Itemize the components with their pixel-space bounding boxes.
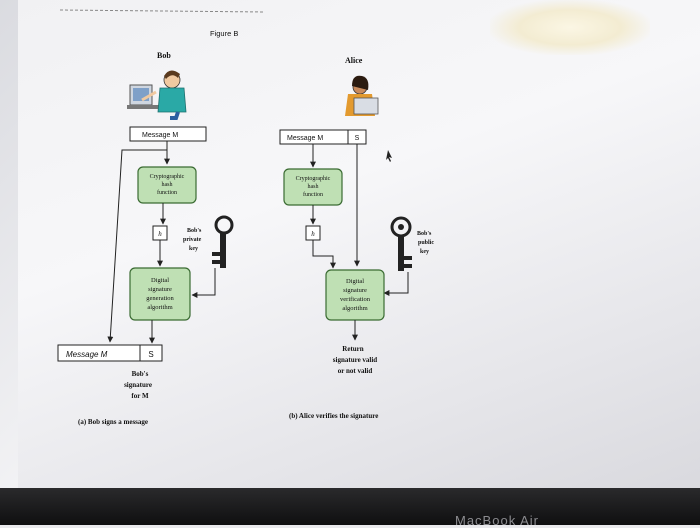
- bob-message-label: Message M: [142, 132, 178, 139]
- right-caption: (b) Alice verifies the signature: [289, 412, 378, 420]
- bob-hash-line1: Cryptographic: [150, 174, 185, 180]
- bob-algo-line3: generation: [146, 295, 174, 302]
- alice-public-key-line2: public: [418, 240, 434, 246]
- bob-private-key-line3: key: [189, 246, 198, 252]
- bob-hash-box: [137, 166, 197, 204]
- bob-signature-caption-line1: Bob's: [132, 370, 149, 378]
- arrow-key-to-algo: [191, 268, 216, 298]
- alice-public-key-line3: key: [420, 249, 429, 255]
- bob-message-box: [129, 126, 207, 142]
- bob-h-label: h: [158, 230, 162, 238]
- bob-private-key-icon: [212, 215, 234, 268]
- alice-public-key-line1: Bob's: [417, 231, 432, 237]
- bob-output-signature-label: S: [148, 350, 153, 359]
- bob-output-message-label: Message M: [66, 350, 108, 359]
- alice-verify-line3: verification: [340, 296, 371, 303]
- arrow-message-bypass: [107, 149, 167, 343]
- alice-hash-line3: function: [303, 191, 323, 198]
- bob-algo-line1: Digital: [151, 277, 169, 284]
- alice-hash-line1: Cryptographic: [296, 176, 331, 182]
- bob-algo-line4: algorithm: [147, 304, 172, 311]
- bob-hash-line3: function: [157, 189, 177, 196]
- bob-algo-line2: signature: [148, 286, 172, 293]
- left-caption: (a) Bob signs a message: [78, 418, 148, 426]
- mouse-cursor-icon: [386, 150, 392, 162]
- figure-title: Figure B: [210, 29, 238, 38]
- alice-name: Alice: [345, 56, 363, 65]
- laptop-brand: MacBook Air: [455, 513, 539, 528]
- bob-name: Bob: [157, 51, 171, 60]
- alice-h-label: h: [311, 230, 315, 238]
- screen-glare: [490, 0, 650, 55]
- alice-message-label: Message M: [287, 135, 323, 142]
- bob-public-key-icon: [390, 216, 412, 271]
- arrow-public-key-to-verify: [383, 272, 409, 296]
- alice-person-icon: [345, 75, 379, 116]
- bob-output-signature-box: [139, 344, 163, 362]
- header-rule: [59, 9, 266, 13]
- alice-verify-line4: algorithm: [342, 305, 367, 312]
- bob-person-icon: [127, 70, 187, 120]
- alice-result-line3: or not valid: [338, 367, 373, 375]
- alice-signature-label: S: [355, 135, 360, 142]
- bob-signature-caption-line2: signature: [124, 381, 152, 389]
- bob-hash-line2: hash: [162, 182, 173, 188]
- alice-result-line2: signature valid: [333, 356, 378, 364]
- bob-private-key-line2: private: [183, 237, 202, 243]
- bob-private-key-line1: Bob's: [187, 228, 202, 234]
- alice-verify-line2: signature: [343, 287, 367, 294]
- alice-hash-line2: hash: [308, 184, 319, 190]
- laptop-bezel: [0, 488, 700, 525]
- alice-verify-line1: Digital: [346, 278, 364, 285]
- bob-algo-box: [129, 267, 191, 321]
- alice-result-line1: Return: [342, 345, 363, 353]
- arrow-alice-h-to-verify: [312, 240, 336, 269]
- bob-signature-caption-line3: for M: [131, 392, 149, 400]
